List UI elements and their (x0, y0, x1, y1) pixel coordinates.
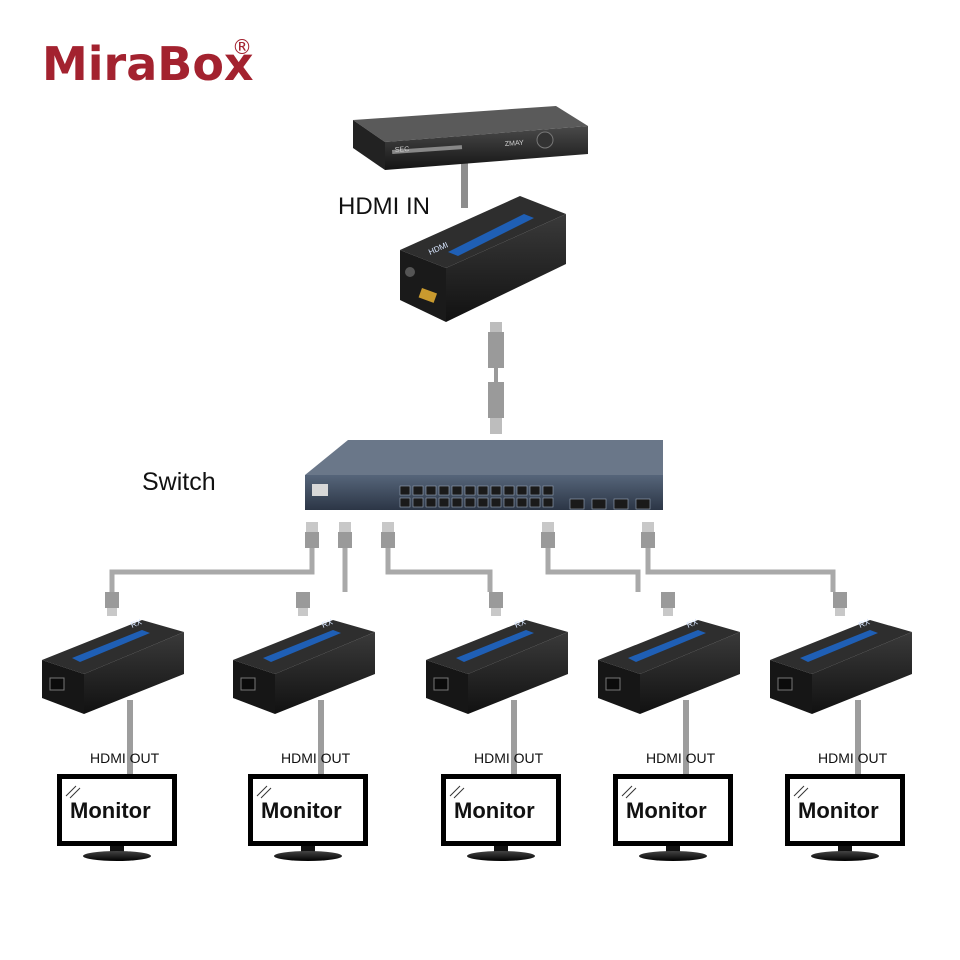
registered-mark: ® (232, 35, 252, 59)
receiver-unit: RX HDMI OUT Monitor (598, 592, 740, 861)
network-cable-uplink (488, 322, 504, 434)
switch-port (490, 485, 502, 496)
switch-port (451, 485, 463, 496)
switch-port (490, 497, 502, 508)
source-cable (461, 160, 468, 208)
rj45-connector-icon (382, 522, 394, 532)
rj45-connector-icon (298, 608, 308, 616)
hdmi-cable (855, 700, 861, 780)
switch-uplink-port (635, 498, 651, 510)
hdmi-extender-receiver-icon: RX (598, 617, 740, 714)
switch-port (438, 485, 450, 496)
switch-port (464, 485, 476, 496)
switch-port (451, 497, 463, 508)
monitor-icon: Monitor (785, 774, 905, 861)
switch-port (412, 485, 424, 496)
monitor-label: Monitor (454, 798, 535, 823)
monitor-icon: Monitor (57, 774, 177, 861)
switch-port (516, 485, 528, 496)
hdmi-out-label: HDMI OUT (281, 750, 351, 766)
receiver-unit-label: RX (129, 617, 143, 630)
hdmi-out-label: HDMI OUT (474, 750, 544, 766)
switch-port (464, 497, 476, 508)
rj45-boot (661, 592, 675, 608)
rj45-boot (381, 532, 395, 548)
rj45-boot (105, 592, 119, 608)
receiver-unit-label: RX (320, 617, 334, 630)
switch-port (399, 497, 411, 508)
rj45-boot (338, 532, 352, 548)
rj45-connector-icon (835, 608, 845, 616)
player-brand-mark: SEC (395, 146, 410, 154)
network-switch-icon (305, 440, 663, 510)
rj45-boot (833, 592, 847, 608)
switch-port (542, 485, 554, 496)
hdmi-extender-transmitter-icon: HDMI (400, 196, 566, 322)
switch-port (399, 485, 411, 496)
receiver-unit: RX HDMI OUT Monitor (426, 592, 568, 861)
switch-port (477, 497, 489, 508)
monitor-label: Monitor (626, 798, 707, 823)
player-front-text: ZMAY (505, 140, 525, 148)
rj45-boot (541, 532, 555, 548)
hdmi-in-label: HDMI IN (338, 193, 430, 220)
rj45-boot (641, 532, 655, 548)
monitor-label: Monitor (261, 798, 342, 823)
receiver-unit: RX HDMI OUT Monitor (42, 592, 184, 861)
switch-port (425, 497, 437, 508)
switch-port (529, 485, 541, 496)
switch-port (438, 497, 450, 508)
hdmi-extender-receiver-icon: RX (426, 617, 568, 714)
rj45-boot (489, 592, 503, 608)
monitor-icon: Monitor (441, 774, 561, 861)
monitor-icon: Monitor (613, 774, 733, 861)
receiver-unit: RX HDMI OUT Monitor (233, 592, 375, 861)
hdmi-out-label: HDMI OUT (90, 750, 160, 766)
hdmi-cable (683, 700, 689, 780)
drop-cables (109, 545, 836, 592)
switch-port (477, 485, 489, 496)
switch-port (503, 485, 515, 496)
rj45-connector-icon (107, 608, 117, 616)
blu-ray-player-icon: SEC ZMAY (353, 106, 588, 170)
switch-uplink-port (591, 498, 607, 510)
rj45-connector-icon (339, 522, 351, 532)
switch-port (412, 497, 424, 508)
receiver-unit-label: RX (685, 617, 699, 630)
hdmi-cable (127, 700, 133, 780)
hdmi-extender-receiver-icon: RX (233, 617, 375, 714)
mirabox-logo: MiraBox ® (42, 35, 254, 91)
rj45-connector-icon (306, 522, 318, 532)
monitor-icon: Monitor (248, 774, 368, 861)
monitor-label: Monitor (798, 798, 879, 823)
switch-port (516, 497, 528, 508)
receiver-unit-label: RX (857, 617, 871, 630)
hdmi-cable (318, 700, 324, 780)
rj45-connector-icon (491, 608, 501, 616)
rj45-boot (305, 532, 319, 548)
switch-label: Switch (142, 468, 216, 496)
rj45-connector-icon (642, 522, 654, 532)
switch-uplink-port (613, 498, 629, 510)
switch-uplink-port (569, 498, 585, 510)
hdmi-extender-receiver-icon: RX (42, 617, 184, 714)
hdmi-cable (511, 700, 517, 780)
hdmi-out-label: HDMI OUT (818, 750, 888, 766)
rj45-connector-icon (663, 608, 673, 616)
receiver-unit-label: RX (513, 617, 527, 630)
switch-port (542, 497, 554, 508)
brand-name: MiraBox (42, 37, 254, 91)
receiver-unit: RX HDMI OUT Monitor (770, 592, 912, 861)
switch-port (529, 497, 541, 508)
rj45-boot (296, 592, 310, 608)
monitor-label: Monitor (70, 798, 151, 823)
receivers: RX HDMI OUT Monitor RX HDMI OUT Monitor RX HDMI… (42, 522, 912, 861)
hdmi-extender-receiver-icon: RX (770, 617, 912, 714)
hdmi-out-label: HDMI OUT (646, 750, 716, 766)
switch-port (425, 485, 437, 496)
switch-port (503, 497, 515, 508)
rj45-connector-icon (542, 522, 554, 532)
